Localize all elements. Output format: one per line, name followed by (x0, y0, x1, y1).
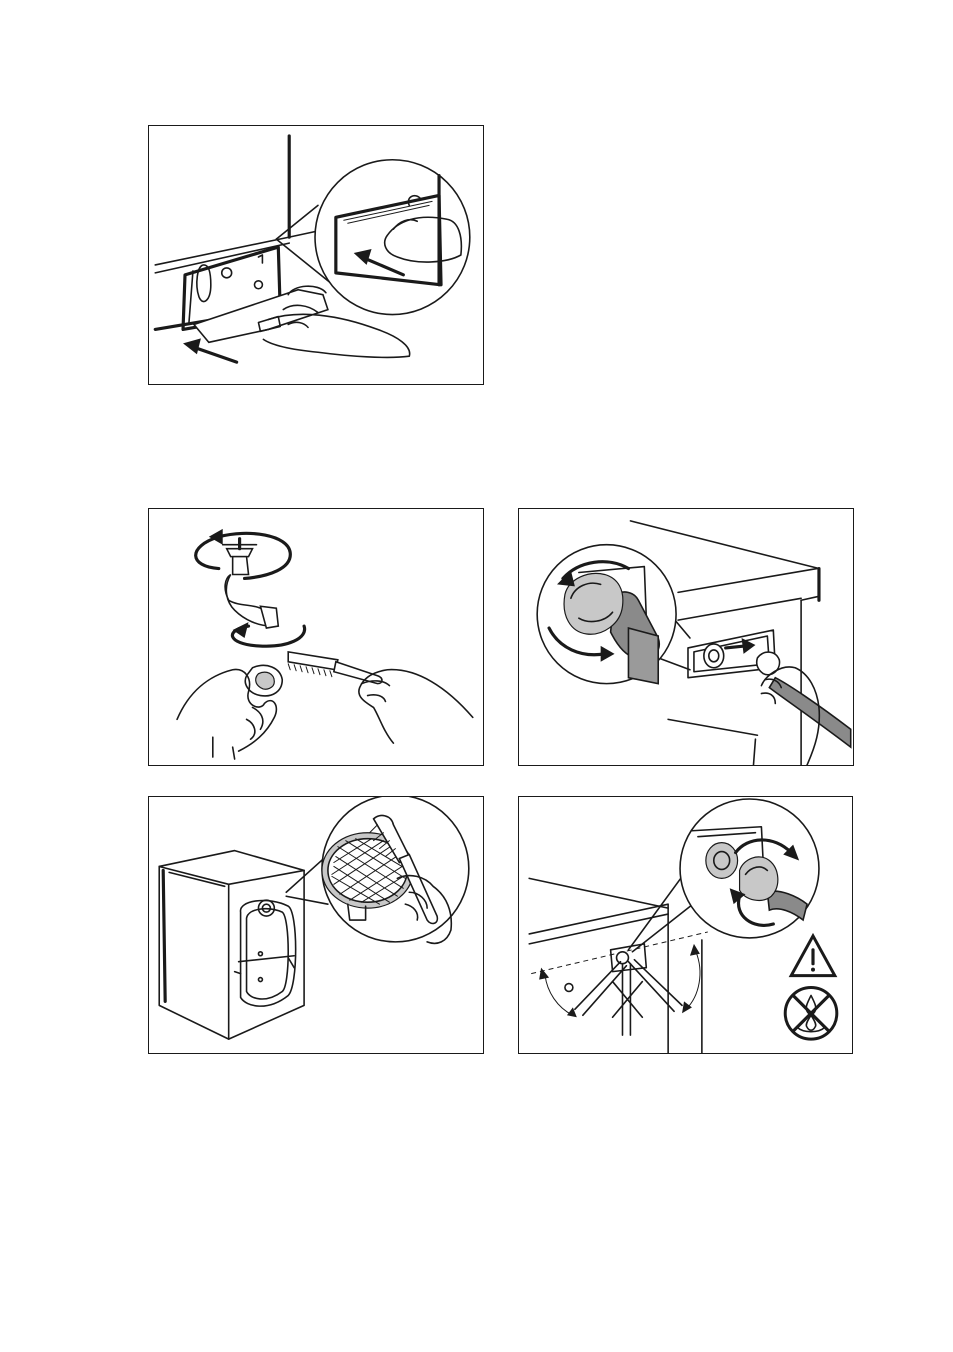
detergent-drawer-removal-icon (149, 126, 483, 384)
illustration-tap-filter-cleaning (148, 508, 484, 766)
inlet-hose-disconnect-icon (519, 509, 853, 765)
inlet-valve-filter-cleaning-icon (149, 797, 483, 1053)
illustration-inlet-hose-disconnect (518, 508, 854, 766)
tap-filter-cleaning-icon (149, 509, 483, 765)
no-water-leak-icon (785, 988, 837, 1040)
warning-triangle-icon (791, 936, 835, 976)
illustration-detergent-drawer-removal (148, 125, 484, 385)
illustration-inlet-hose-reconnect (518, 796, 853, 1054)
illustration-inlet-valve-filter-cleaning (148, 796, 484, 1054)
inlet-hose-reconnect-icon (519, 797, 852, 1053)
